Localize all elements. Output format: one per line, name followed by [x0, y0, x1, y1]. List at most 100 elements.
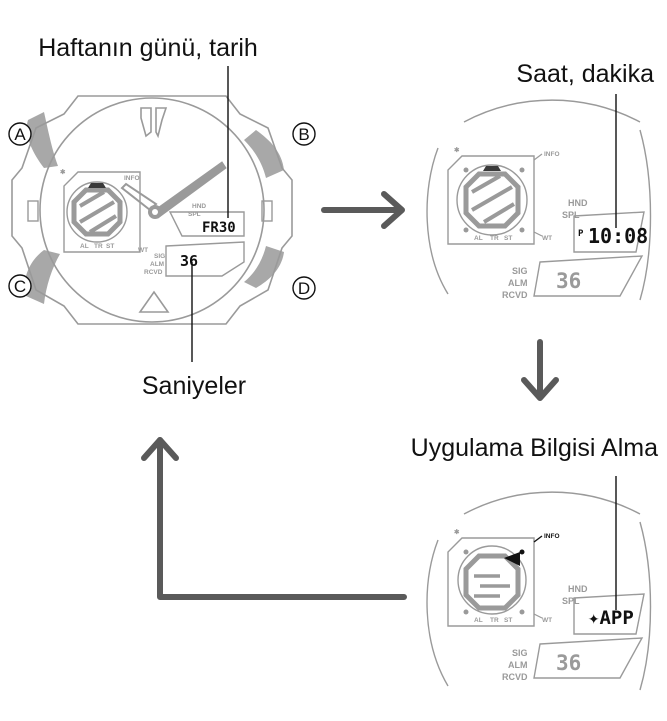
button-d-shape[interactable] — [244, 246, 284, 288]
arrow-right — [321, 191, 405, 229]
bezel-arc-2 — [463, 99, 641, 123]
subdial-stripe-2 — [78, 200, 116, 224]
wt-label-3: WT — [542, 617, 552, 624]
watch-face-app-info: ✱ INFO HND SPL WT AL TR ST SIG ALM RCVD … — [426, 476, 652, 691]
bezel-side-right-3 — [639, 521, 652, 691]
bt-symbol-1: ✱ — [60, 168, 66, 176]
watch-face-main: ✱ INFO HND SPL WT AL TR ST SIG ALM RCVD … — [8, 66, 316, 362]
wt-leader-2 — [533, 231, 543, 237]
display-app: ✦APP — [588, 607, 634, 629]
info-label-2: INFO — [544, 151, 560, 158]
button-c-shape[interactable] — [24, 250, 60, 304]
arrow-down — [521, 339, 559, 401]
marker-12-left — [140, 107, 152, 138]
subdial-hand-marker-2 — [483, 166, 501, 171]
tr-label-1: TR — [94, 243, 103, 250]
display-time: 10:08 — [588, 224, 648, 248]
minute-hand — [151, 161, 227, 219]
label-app-info: Uygulama Bilgisi Alma — [411, 434, 658, 462]
label-weekday-date: Haftanın günü, tarih — [38, 34, 258, 62]
bezel-side-left-2 — [426, 147, 449, 295]
hnd-label-3: HND — [568, 584, 588, 594]
spl-label-3: SPL — [562, 596, 580, 606]
dot-tr-3 — [519, 549, 525, 555]
lower-display-frame-3 — [533, 637, 644, 679]
button-b-badge — [292, 122, 316, 146]
upper-display-frame-2 — [573, 211, 645, 253]
dot-tl-2 — [463, 167, 469, 173]
bezel-circle — [39, 97, 265, 323]
lower-display-frame-2 — [533, 255, 644, 297]
rcvd-label-2: RCVD — [502, 290, 528, 300]
arrow-loop-up — [141, 437, 407, 600]
marker-6 — [138, 290, 170, 313]
dot-tr-2 — [519, 167, 525, 173]
button-c-badge — [8, 274, 32, 298]
dot-bl-2 — [463, 227, 469, 233]
info-label-3: INFO — [544, 533, 560, 540]
button-b-label: B — [298, 125, 309, 144]
st-label-3: ST — [504, 617, 512, 624]
subdial-stripe-1 — [78, 190, 106, 208]
bt-symbol-3: ✱ — [454, 528, 460, 536]
tr-label-2: TR — [490, 235, 499, 242]
button-a-shape[interactable] — [26, 112, 58, 168]
subdial-octagon-2 — [463, 171, 521, 229]
subdial-ring — [66, 181, 128, 243]
wt-label-1: WT — [138, 247, 148, 254]
label-seconds: Saniyeler — [142, 372, 246, 400]
subdial-ring-3 — [457, 545, 527, 615]
watch-face-time: ✱ INFO HND SPL WT AL TR ST SIG ALM RCVD … — [426, 94, 652, 301]
dot-br-2 — [519, 227, 525, 233]
al-label-1: AL — [80, 243, 89, 250]
wt-leader-3 — [533, 613, 543, 619]
bt-symbol-2: ✱ — [454, 146, 460, 154]
button-d-badge — [292, 276, 316, 300]
rcvd-label-1: RCVD — [144, 269, 163, 276]
subdial-frame-2 — [447, 155, 535, 245]
bezel-arc-3 — [463, 491, 641, 515]
bezel-side-right-2 — [639, 129, 652, 301]
info-label-1: INFO — [124, 175, 140, 182]
subdial-pattern-3 — [474, 574, 510, 598]
dot-tl-3 — [463, 549, 469, 555]
hand-center-inner — [152, 209, 158, 215]
subdial-stripe-2c — [482, 202, 516, 224]
subdial-octagon — [71, 187, 123, 237]
lower-display-frame — [165, 241, 245, 277]
alm-label-2: ALM — [508, 278, 528, 288]
display-seconds-1: 36 — [180, 252, 198, 270]
marker-12-right — [155, 107, 168, 139]
button-d-label: D — [298, 279, 310, 298]
sig-label-1: SIG — [154, 253, 165, 260]
st-label-1: ST — [106, 243, 114, 250]
subdial-stripe-2b — [471, 185, 513, 212]
subdial-ring-2 — [456, 164, 528, 236]
al-label-3: AL — [474, 617, 483, 624]
subdial-octagon-3 — [463, 553, 521, 611]
subdial-frame-3 — [447, 537, 535, 627]
button-c-label: C — [14, 277, 26, 296]
rcvd-label-3: RCVD — [502, 672, 528, 682]
button-a-badge — [8, 122, 32, 146]
subdial-hand-marker-3 — [504, 552, 520, 566]
sig-label-3: SIG — [512, 648, 528, 658]
alm-label-3: ALM — [508, 660, 528, 670]
sig-label-2: SIG — [512, 266, 528, 276]
side-tab-right — [261, 200, 273, 222]
upper-display-frame-3 — [573, 593, 645, 635]
case-outline — [11, 95, 293, 325]
hnd-label-1: HND — [192, 203, 206, 210]
button-b-shape[interactable] — [244, 130, 284, 178]
al-label-2: AL — [474, 235, 483, 242]
upper-display-frame — [168, 211, 245, 237]
wt-label-2: WT — [542, 235, 552, 242]
button-a-label: A — [14, 125, 26, 144]
subdial-stripe-2a — [471, 174, 501, 194]
bezel-side-left-3 — [426, 539, 449, 687]
st-label-2: ST — [504, 235, 512, 242]
dot-br-3 — [519, 609, 525, 615]
hnd-label-2: HND — [568, 198, 588, 208]
spl-label-1: SPL — [188, 211, 201, 218]
